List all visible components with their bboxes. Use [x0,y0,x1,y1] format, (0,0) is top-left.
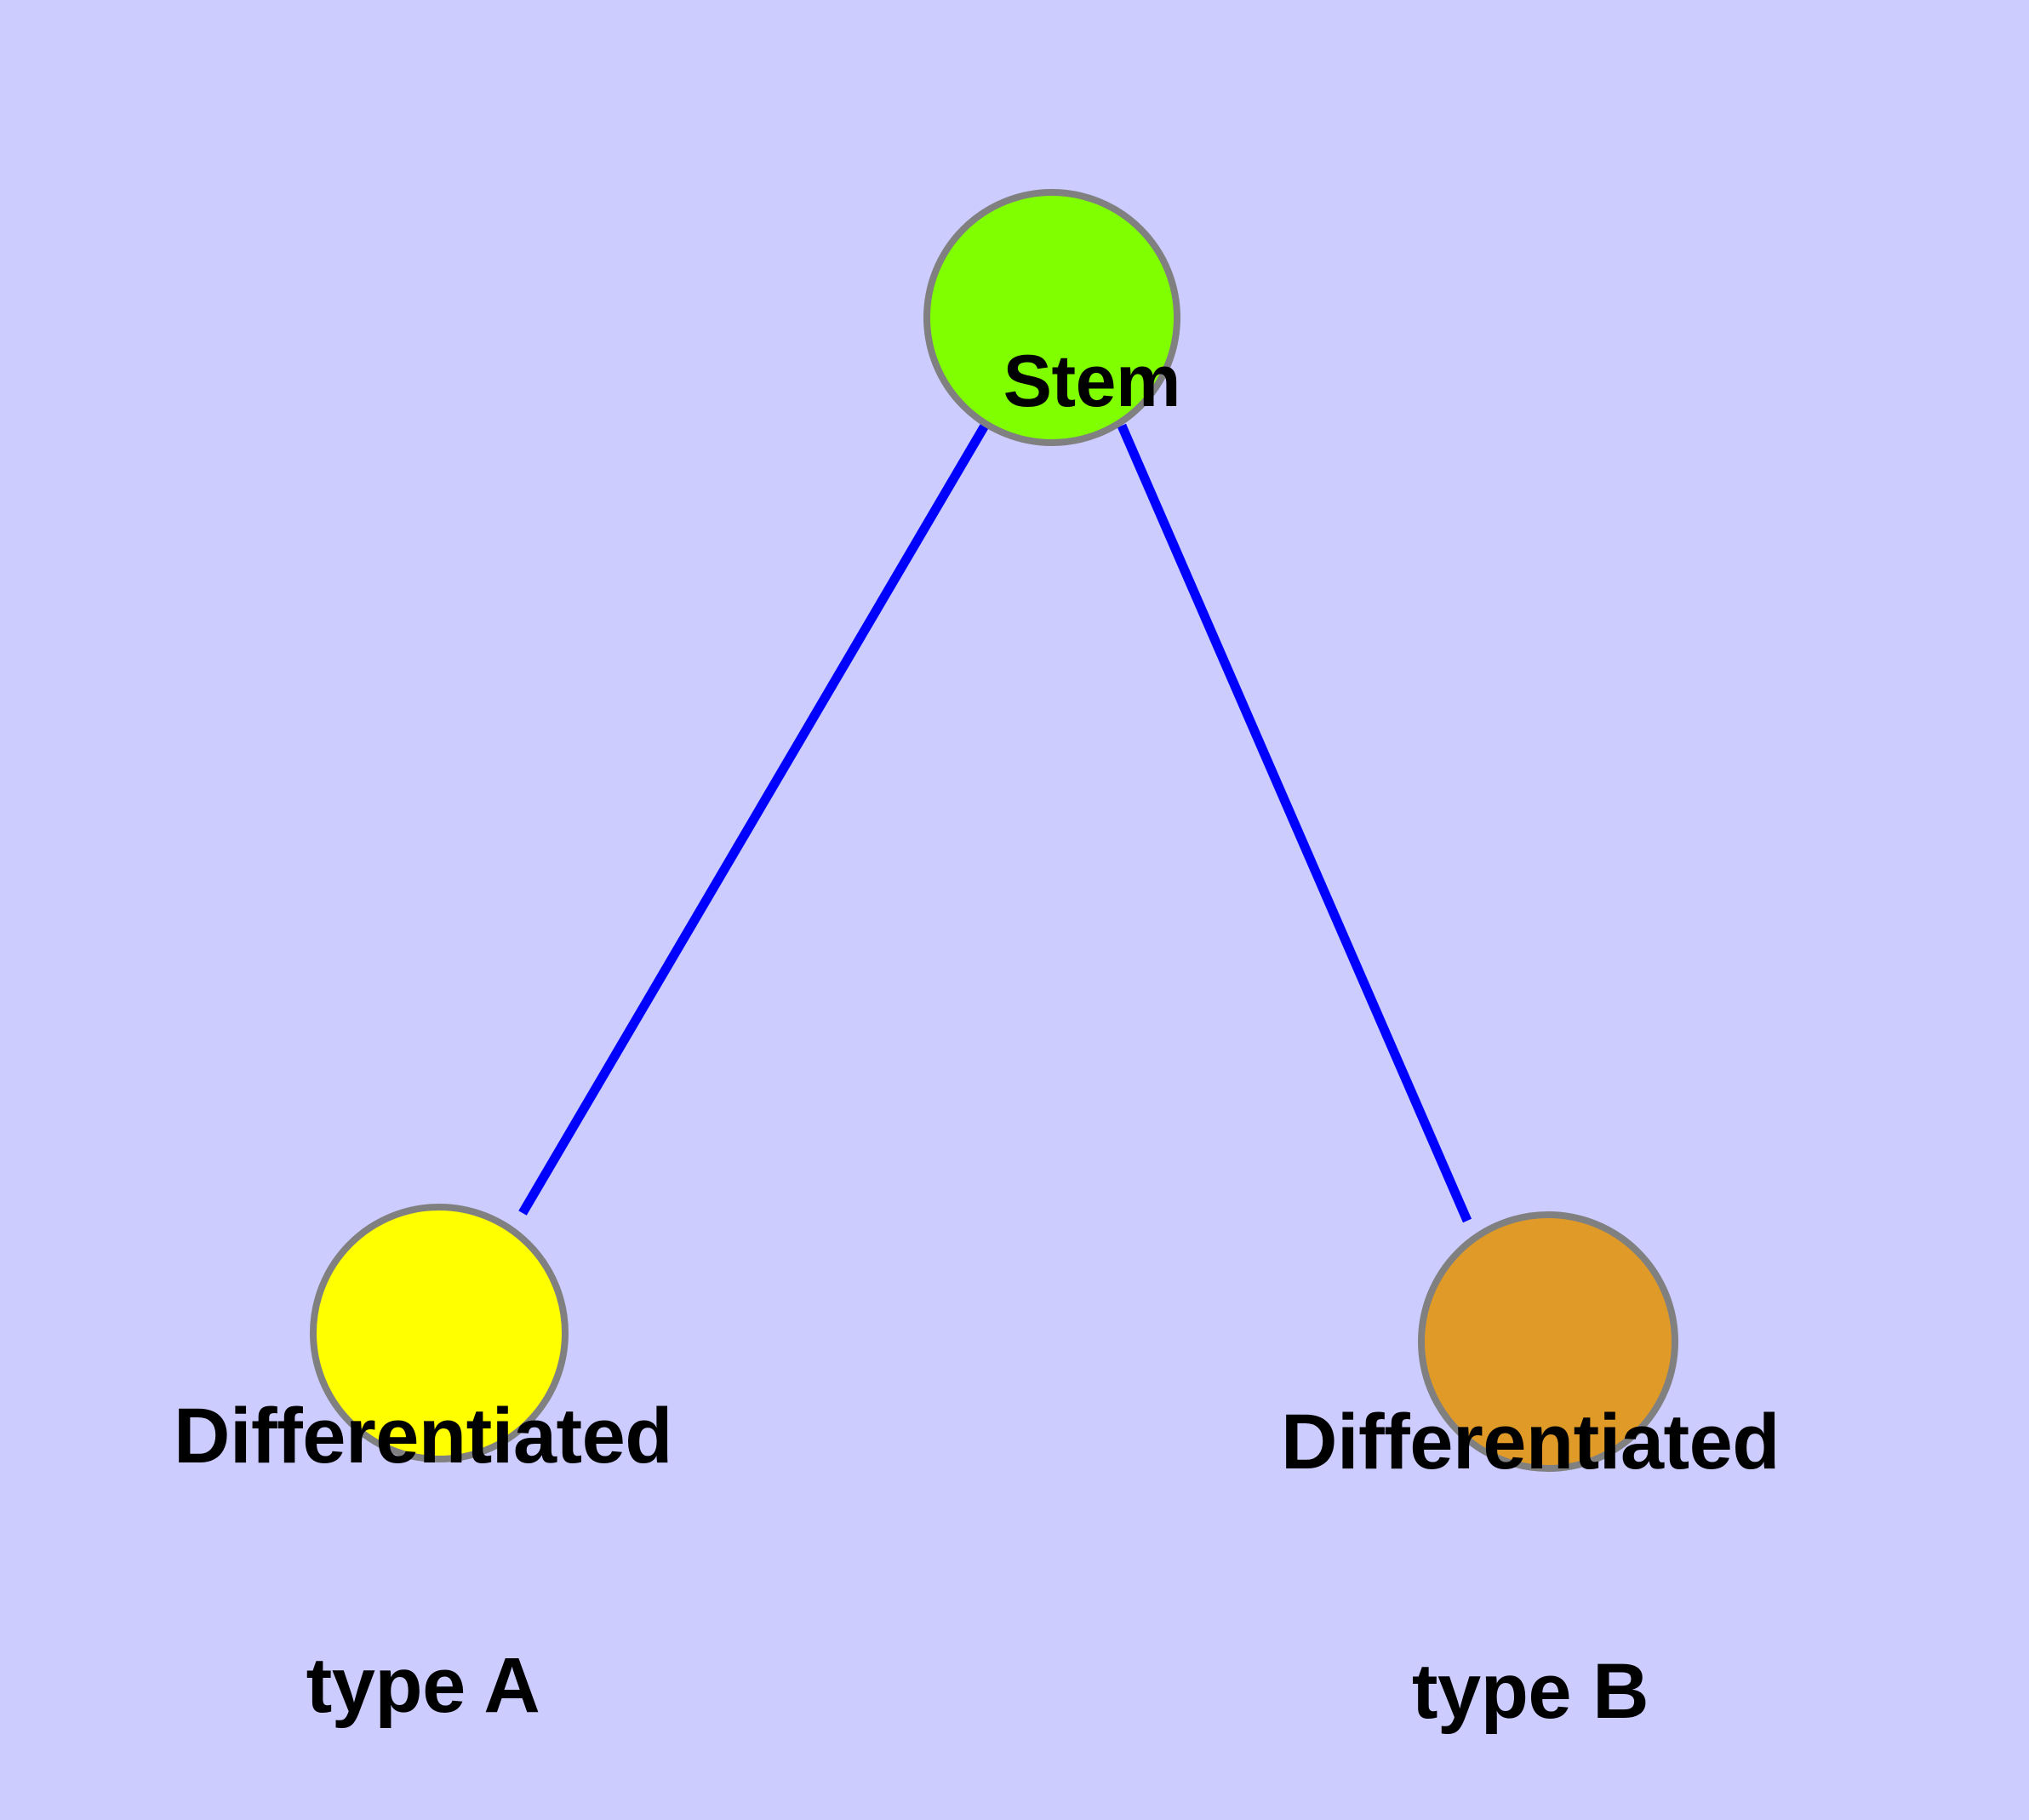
edge-stem-to-differentiated-type-b[interactable] [1117,423,1472,1223]
edge-layer [518,423,1472,1223]
edge-stem-to-differentiated-type-a[interactable] [518,423,989,1216]
node-layer [310,189,1678,1472]
node-differentiated-type-a[interactable] [310,1204,569,1462]
node-stem[interactable] [923,189,1180,446]
node-differentiated-type-b[interactable] [1418,1211,1678,1472]
